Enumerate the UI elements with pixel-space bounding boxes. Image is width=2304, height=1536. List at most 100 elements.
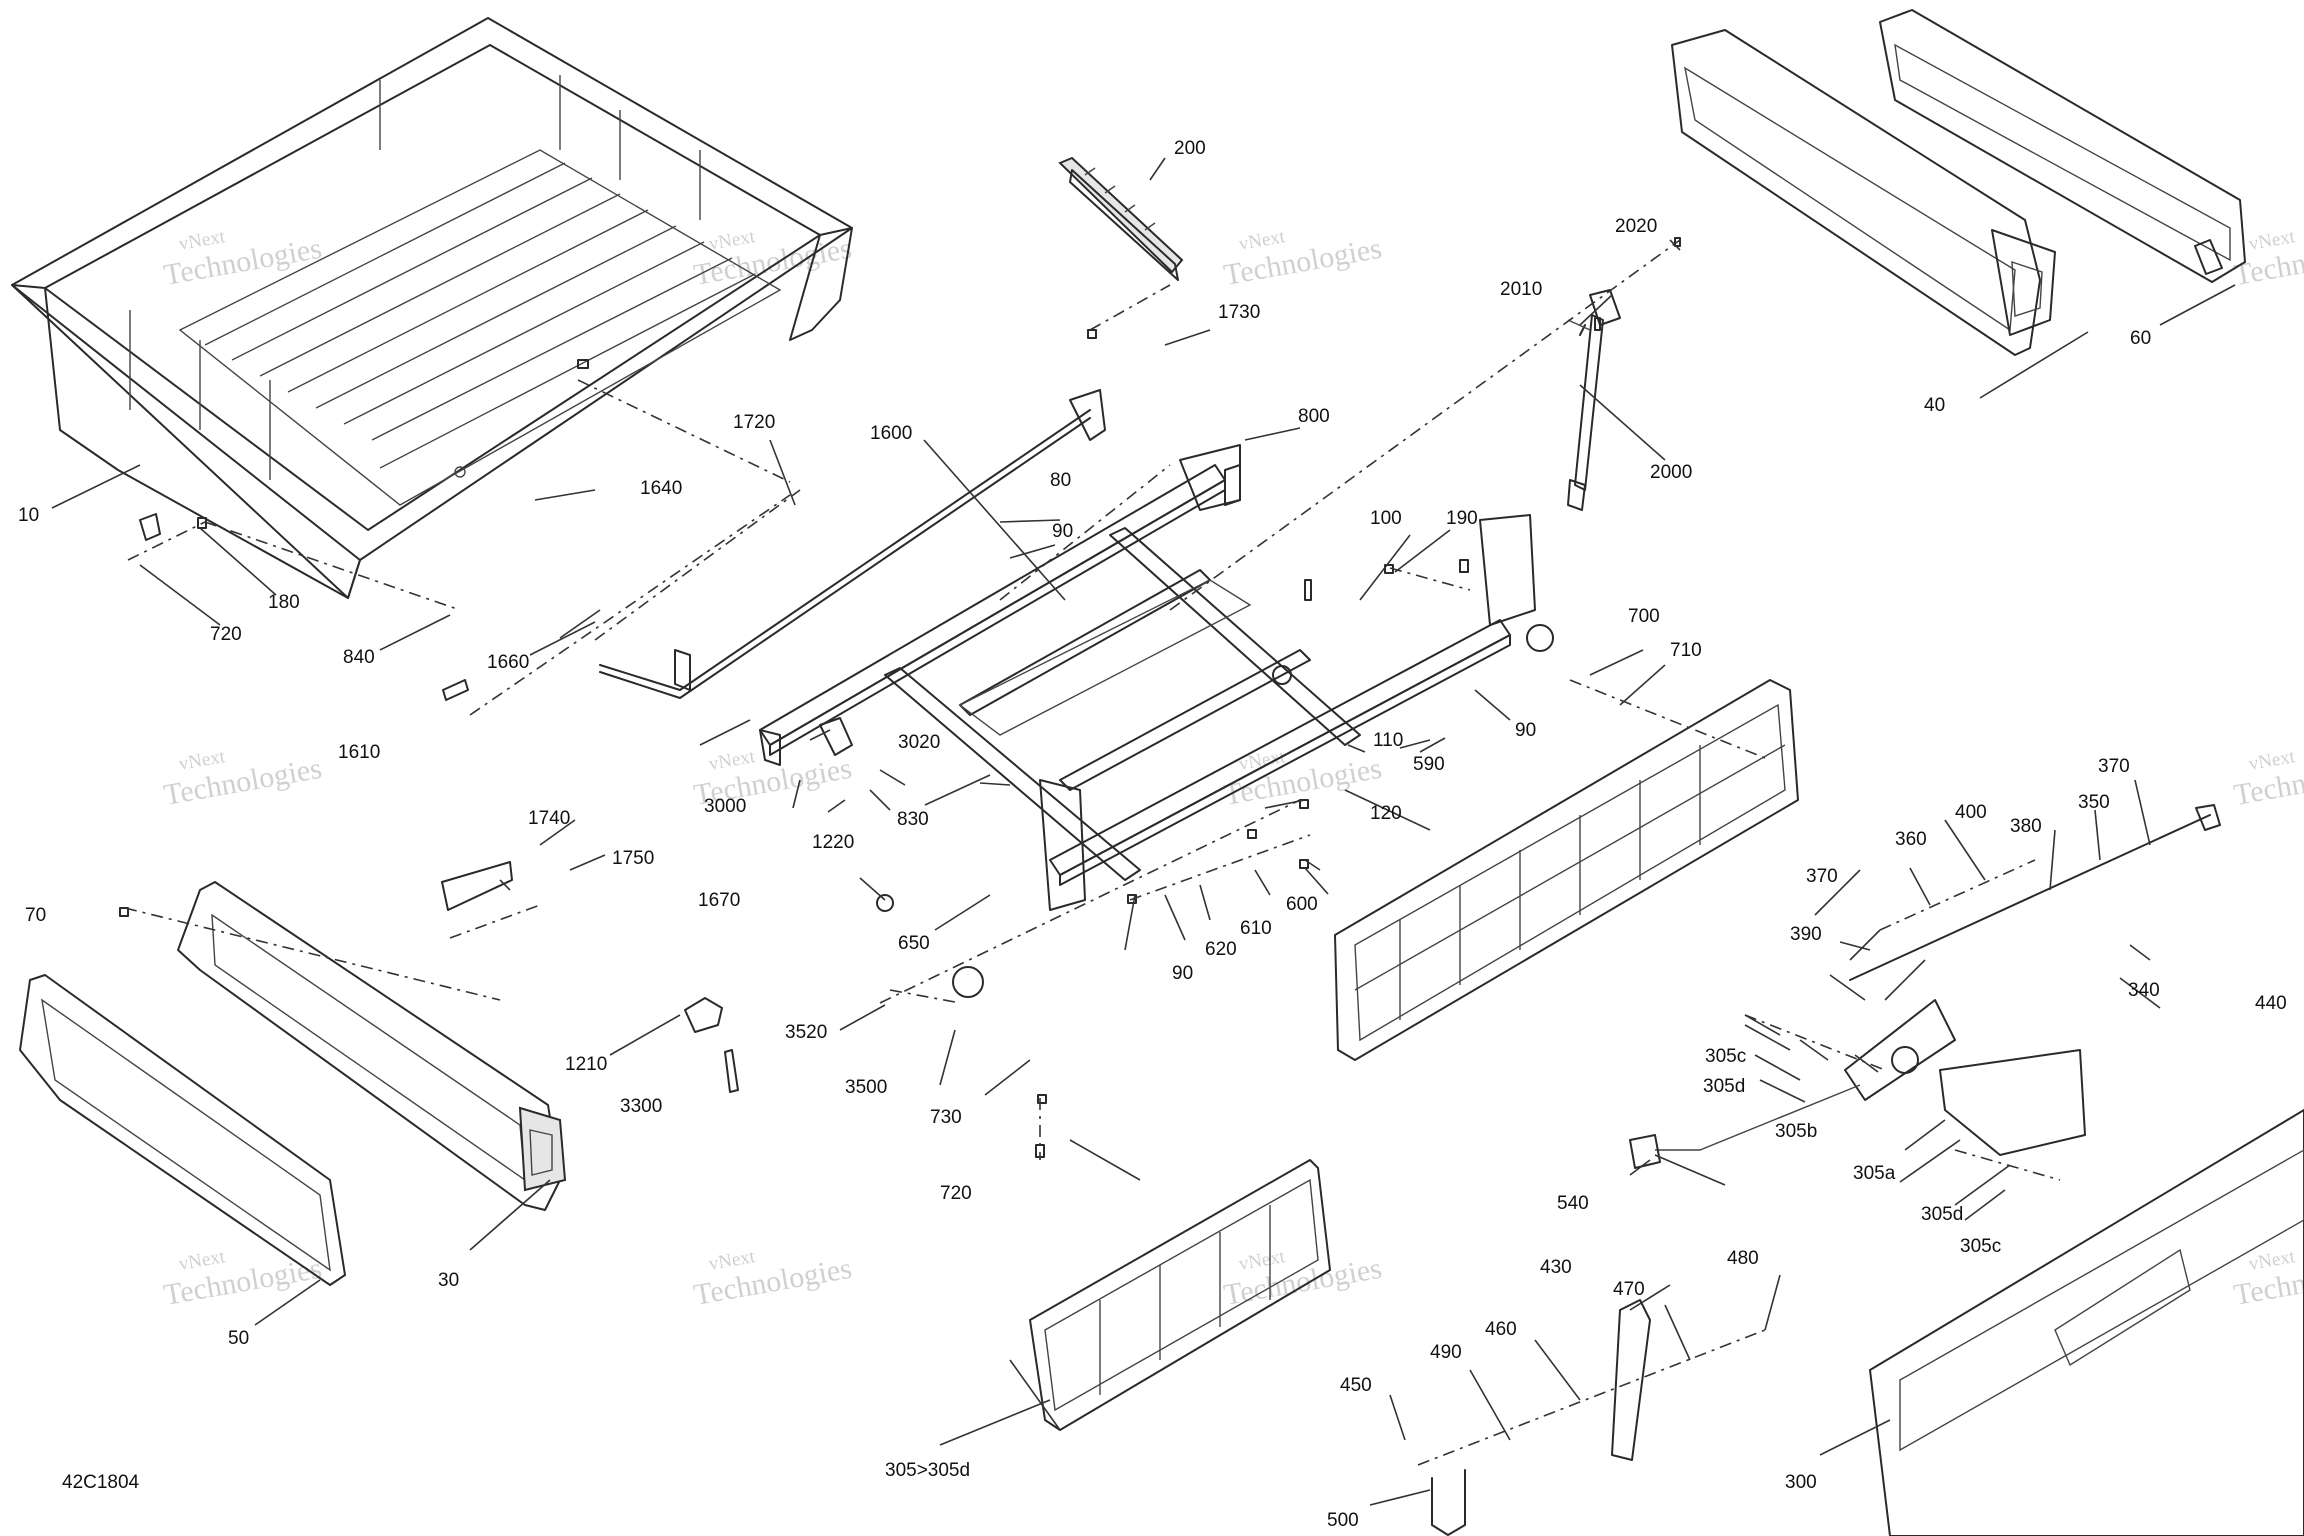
callout-720: 720 <box>210 624 242 645</box>
callout-600: 600 <box>1286 894 1318 915</box>
grille-panel-305-part <box>1029 1159 1331 1431</box>
watermark: vNext Technologies <box>1221 226 1384 292</box>
callout-110: 110 <box>1373 730 1403 751</box>
side-panel-50-part <box>19 974 346 1286</box>
callout-3500: 3500 <box>845 1077 887 1098</box>
callout-1610: 1610 <box>338 742 380 763</box>
callout-340: 340 <box>2128 980 2160 1001</box>
strap-500-part <box>1431 1469 1466 1536</box>
callout-400: 400 <box>1955 802 1987 823</box>
watermark: vNext Technologies <box>161 746 324 812</box>
callout-2010: 2010 <box>1500 279 1542 300</box>
callout-3520: 3520 <box>785 1022 827 1043</box>
callout-1750: 1750 <box>612 848 654 869</box>
callout-840: 840 <box>343 647 375 668</box>
side-panel-60-part <box>1879 9 2246 283</box>
callout-430: 430 <box>1540 1257 1572 1278</box>
callout-350: 350 <box>2078 792 2110 813</box>
callout-305b: 305b <box>1775 1121 1817 1142</box>
cargo-box-part <box>11 17 853 599</box>
tailgate-300-part <box>1869 1109 2304 1536</box>
frame-800-part <box>759 444 1554 911</box>
bracket-200-part <box>1058 156 1184 281</box>
callout-730: 730 <box>930 1107 962 1128</box>
watermark: vNext Technologies <box>161 226 324 292</box>
latch-305b-part <box>1844 999 2086 1156</box>
callout-305c: 305c <box>1960 1236 2001 1257</box>
callout-360: 360 <box>1895 829 1927 850</box>
callout-390: 390 <box>1790 924 1822 945</box>
callout-370: 370 <box>1806 866 1838 887</box>
callout-120: 120 <box>1370 803 1402 824</box>
callout-305-305d: 305>305d <box>885 1460 970 1481</box>
callout-40: 40 <box>1924 395 1945 416</box>
callout-710: 710 <box>1670 640 1702 661</box>
callout-1220: 1220 <box>812 832 854 853</box>
callout-800: 800 <box>1298 406 1330 427</box>
callout-90: 90 <box>1172 963 1193 984</box>
callout-90: 90 <box>1515 720 1536 741</box>
callout-180: 180 <box>268 592 300 613</box>
callout-190: 190 <box>1446 508 1478 529</box>
callout-3000: 3000 <box>704 796 746 817</box>
callout-3020: 3020 <box>898 732 940 753</box>
callout-490: 490 <box>1430 1342 1462 1363</box>
dash-lines <box>124 239 2061 1466</box>
callout-3300: 3300 <box>620 1096 662 1117</box>
callout-10: 10 <box>18 505 39 526</box>
callout-720: 720 <box>940 1183 972 1204</box>
callout-830: 830 <box>897 809 929 830</box>
callout-1640: 1640 <box>640 478 682 499</box>
callout-60: 60 <box>2130 328 2151 349</box>
watermark: vNext Technologies <box>1221 1246 1384 1312</box>
callout-90: 90 <box>1052 521 1073 542</box>
cable-540-part <box>1629 1084 1861 1169</box>
watermark: vNext Technologies <box>2231 746 2304 812</box>
callout-540: 540 <box>1557 1193 1589 1214</box>
callout-500: 500 <box>1327 1510 1359 1531</box>
watermarks: vNext Technologies vNext Technologies vN… <box>161 226 2304 1312</box>
callout-480: 480 <box>1727 1248 1759 1269</box>
watermark: vNext Technologies <box>161 1246 324 1312</box>
grille-panel-710-part <box>1334 679 1799 1061</box>
callout-440: 440 <box>2255 993 2287 1014</box>
callout-1600: 1600 <box>870 423 912 444</box>
callout-470: 470 <box>1613 1279 1645 1300</box>
callout-305d: 305d <box>1703 1076 1745 1097</box>
callout-1740: 1740 <box>528 808 570 829</box>
callout-labels: 10 30 40 50 60 70 80 90 90 90 100 110 12… <box>18 138 2287 1531</box>
callout-1730: 1730 <box>1218 302 1260 323</box>
leader-lines <box>51 157 2236 1506</box>
callout-50: 50 <box>228 1328 249 1349</box>
callout-1660: 1660 <box>487 652 529 673</box>
callout-620: 620 <box>1205 939 1237 960</box>
callout-1210: 1210 <box>565 1054 607 1075</box>
callout-2020: 2020 <box>1615 216 1657 237</box>
callout-370: 370 <box>2098 756 2130 777</box>
callout-460: 460 <box>1485 1319 1517 1340</box>
callout-2000: 2000 <box>1650 462 1692 483</box>
callout-100: 100 <box>1370 508 1402 529</box>
callout-80: 80 <box>1050 470 1071 491</box>
callout-200: 200 <box>1174 138 1206 159</box>
callout-305d: 305d <box>1921 1204 1963 1225</box>
callout-380: 380 <box>2010 816 2042 837</box>
callout-1670: 1670 <box>698 890 740 911</box>
callout-30: 30 <box>438 1270 459 1291</box>
document-code: 42C1804 <box>62 1472 140 1493</box>
callout-450: 450 <box>1340 1375 1372 1396</box>
callout-1720: 1720 <box>733 412 775 433</box>
callout-305c: 305c <box>1705 1046 1746 1067</box>
callout-70: 70 <box>25 905 46 926</box>
callout-305a: 305a <box>1853 1163 1896 1184</box>
callout-650: 650 <box>898 933 930 954</box>
small-parts <box>119 237 1681 1158</box>
side-panel-40-part <box>1671 29 2056 356</box>
rod-1600-part <box>599 389 1106 699</box>
hinge-430-part <box>1611 1299 1651 1461</box>
watermark: vNext Technologies <box>2231 226 2304 292</box>
callout-700: 700 <box>1628 606 1660 627</box>
watermark: vNext Technologies <box>691 1246 854 1312</box>
side-panel-30-part <box>177 881 567 1211</box>
